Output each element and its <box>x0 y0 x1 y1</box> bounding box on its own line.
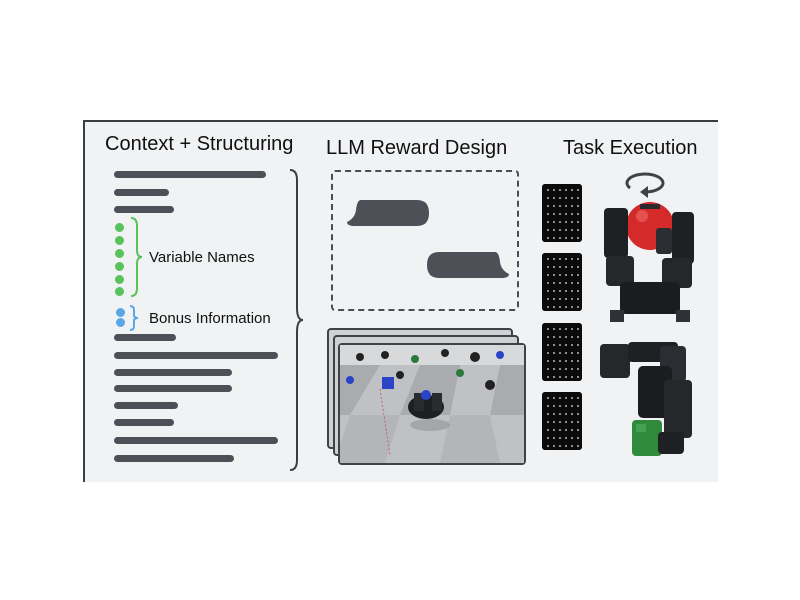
text-line <box>114 455 234 462</box>
variable-dot <box>115 249 124 258</box>
simulation-frame-front <box>338 343 526 465</box>
text-line <box>114 189 169 196</box>
chat-bubble-right-icon <box>427 252 509 278</box>
variable-dot <box>115 223 124 232</box>
llm-chat-box <box>331 170 519 311</box>
bonus-dot <box>116 308 125 317</box>
text-line <box>114 171 266 178</box>
text-line <box>114 402 178 409</box>
tactile-sensor-strip <box>542 184 582 242</box>
robot-hand-green-cube <box>600 342 692 456</box>
text-line <box>114 369 232 376</box>
bonus-dot <box>116 318 125 327</box>
context-brace <box>289 169 304 471</box>
bonus-brace <box>129 305 139 331</box>
tactile-sensor-strip <box>542 392 582 450</box>
heading-llm-reward-design: LLM Reward Design <box>326 137 508 159</box>
heading-context-structuring: Context + Structuring <box>105 133 294 155</box>
variable-dot <box>115 287 124 296</box>
text-line <box>114 419 174 426</box>
chat-bubble-left-icon <box>347 200 429 226</box>
text-line <box>114 206 174 213</box>
robot-hand-red-ball <box>604 202 694 322</box>
variable-names-label: Variable Names <box>149 249 255 266</box>
variable-dot <box>115 262 124 271</box>
bonus-information-label: Bonus Information <box>149 310 271 327</box>
text-line <box>114 385 232 392</box>
variable-dot <box>115 275 124 284</box>
text-line <box>114 334 176 341</box>
text-line <box>114 437 278 444</box>
tactile-sensor-strip <box>542 323 582 381</box>
variable-brace <box>130 217 143 297</box>
text-line <box>114 352 278 359</box>
tactile-sensor-strip <box>542 253 582 311</box>
heading-task-execution: Task Execution <box>563 137 698 159</box>
rotate-arrow-icon <box>625 172 665 198</box>
variable-dot <box>115 236 124 245</box>
